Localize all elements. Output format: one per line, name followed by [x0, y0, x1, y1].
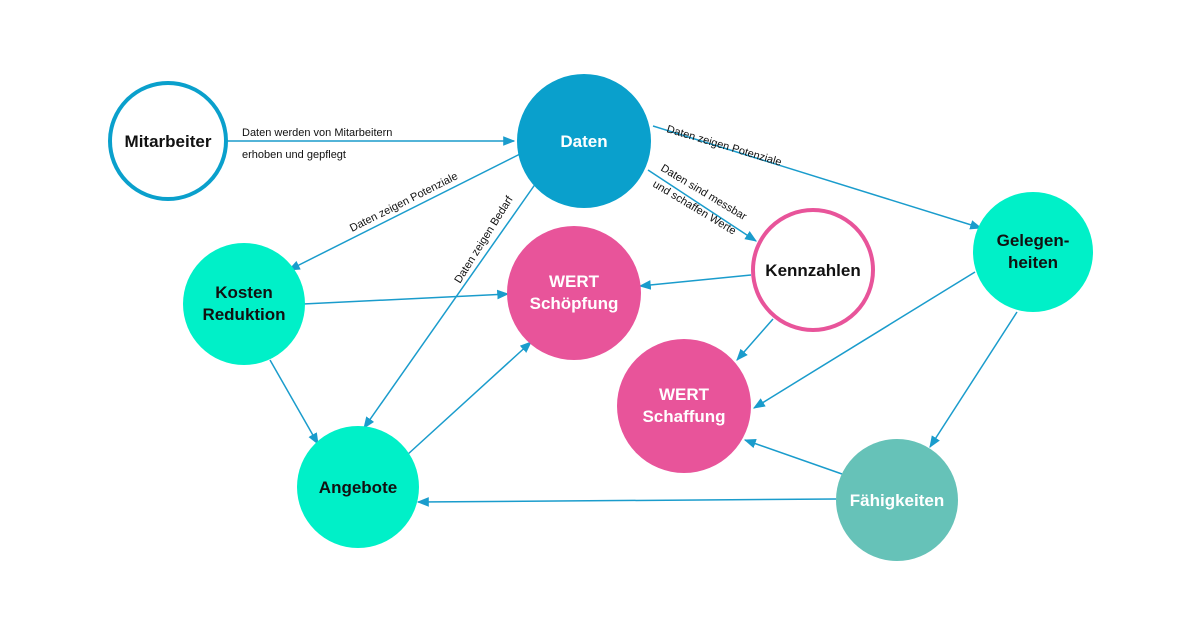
node-faehigkeiten-label: Fähigkeiten: [850, 491, 944, 510]
edge-kosten-angebote: [269, 359, 319, 446]
edge-label-mitarbeiter-daten-1: Daten werden von Mitarbeitern: [242, 127, 392, 139]
node-wertschoepfung-line1: WERT: [549, 272, 600, 291]
node-mitarbeiter: Mitarbeiter: [108, 81, 228, 201]
edge-label-mitarbeiter-daten-2: erhoben und gepflegt: [242, 149, 346, 161]
node-angebote-label: Angebote: [319, 478, 397, 497]
edge-gelegenheiten-faehigkeiten: [929, 311, 1018, 449]
edge-angebote-wertschoepfung: [406, 341, 532, 456]
node-kennzahlen: Kennzahlen: [751, 208, 875, 332]
node-gelegenheiten-line1: Gelegen-: [997, 231, 1070, 250]
node-wertschoepfung-line2: Schöpfung: [530, 294, 619, 313]
node-kosten-reduktion: Kosten Reduktion: [183, 243, 305, 365]
node-daten-label: Daten: [560, 132, 607, 151]
node-gelegenheiten-line2: heiten: [1008, 253, 1058, 272]
edge-label-daten-angebote: Daten zeigen Bedarf: [452, 193, 516, 285]
edge-daten-kosten: [287, 152, 523, 271]
edge-faehigkeiten-angebote: [416, 497, 837, 507]
node-gelegenheiten: Gelegen- heiten: [973, 192, 1093, 312]
edge-gelegenheiten-wertschaffung: [752, 271, 976, 409]
node-angebote: Angebote: [297, 426, 419, 548]
node-wert-schoepfung: WERT Schöpfung: [507, 226, 641, 360]
node-wertschaffung-line1: WERT: [659, 385, 710, 404]
edge-faehigkeiten-wertschaffung: [743, 439, 843, 475]
node-kennzahlen-label: Kennzahlen: [765, 261, 860, 280]
edge-daten-kennzahlen: [647, 169, 758, 242]
node-kosten-line1: Kosten: [215, 283, 273, 302]
edge-label-daten-gelegenheiten: Daten zeigen Potenziale: [665, 123, 783, 168]
node-faehigkeiten: Fähigkeiten: [836, 439, 958, 561]
node-wertschaffung-line2: Schaffung: [642, 407, 725, 426]
node-mitarbeiter-label: Mitarbeiter: [125, 132, 212, 151]
edge-kennzahlen-wertschaffung: [736, 318, 774, 361]
edge-daten-gelegenheiten: [652, 125, 983, 230]
node-daten: Daten: [517, 74, 651, 208]
edge-label-daten-kosten: Daten zeigen Potenziale: [348, 170, 460, 234]
node-kosten-line2: Reduktion: [202, 305, 285, 324]
edge-kosten-wertschoepfung: [302, 289, 510, 305]
node-wert-schaffung: WERT Schaffung: [617, 339, 751, 473]
edge-daten-angebote: [363, 182, 537, 429]
edge-kennzahlen-wertschoepfung: [638, 274, 752, 290]
